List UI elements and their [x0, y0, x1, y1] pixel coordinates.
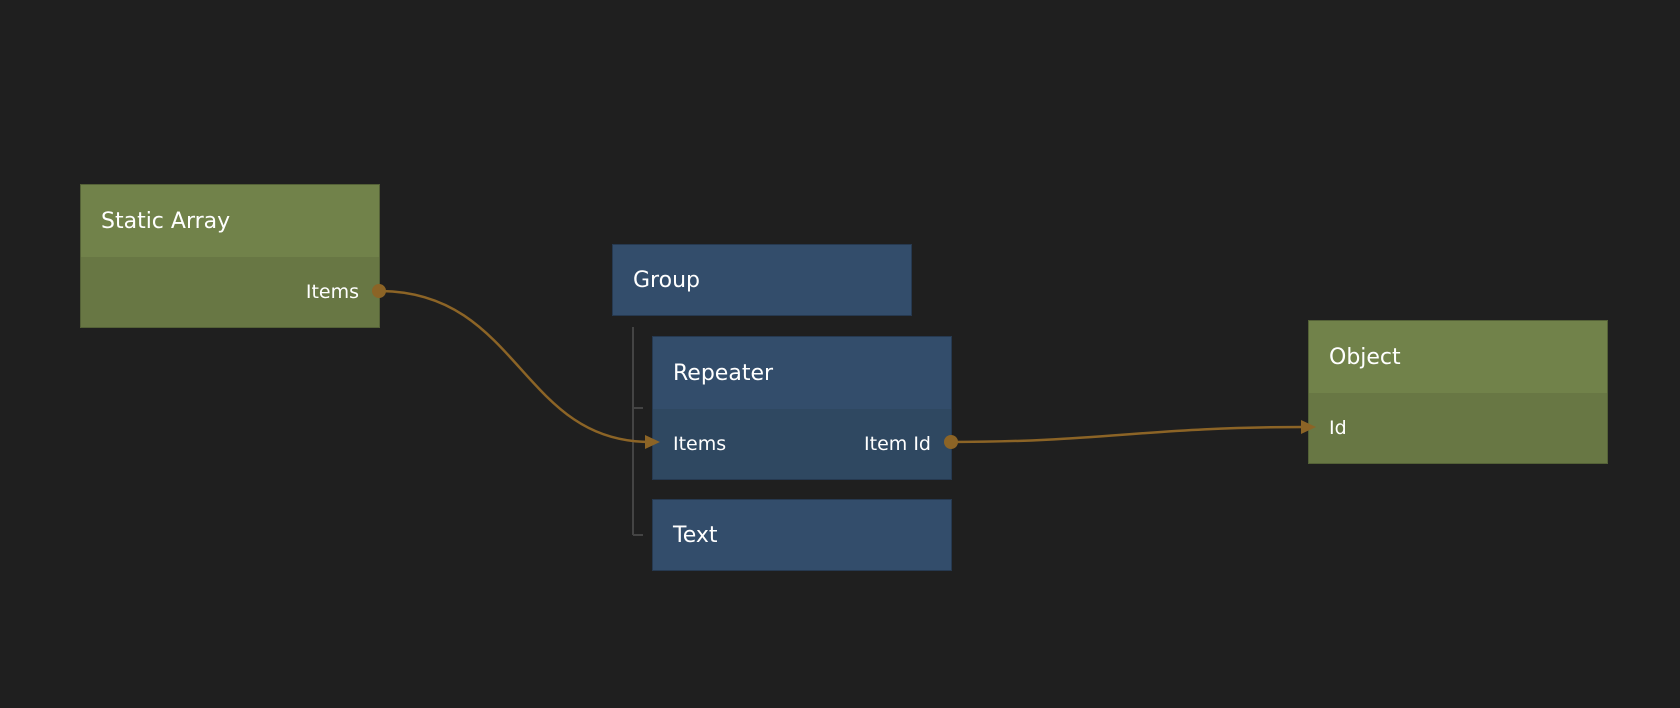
- input-port-items[interactable]: Items: [673, 433, 727, 455]
- input-port-id[interactable]: Id: [1329, 417, 1347, 439]
- node-title: Group: [633, 267, 700, 293]
- node-title: Text: [673, 522, 718, 548]
- output-port-item-id[interactable]: Item Id: [864, 433, 931, 455]
- hierarchy-line: [632, 327, 643, 536]
- node-object[interactable]: Object Id: [1308, 320, 1608, 464]
- connection-items[interactable]: [378, 289, 651, 444]
- node-static-array[interactable]: Static Array Items: [80, 184, 380, 328]
- connection-item-id[interactable]: [950, 425, 1306, 444]
- node-title: Static Array: [101, 208, 231, 234]
- node-title: Object: [1329, 344, 1401, 370]
- node-group[interactable]: Group: [612, 244, 912, 316]
- node-text[interactable]: Text: [652, 499, 952, 571]
- node-title: Repeater: [673, 360, 774, 386]
- output-port-items[interactable]: Items: [305, 281, 359, 303]
- node-repeater[interactable]: Repeater Items Item Id: [652, 336, 952, 480]
